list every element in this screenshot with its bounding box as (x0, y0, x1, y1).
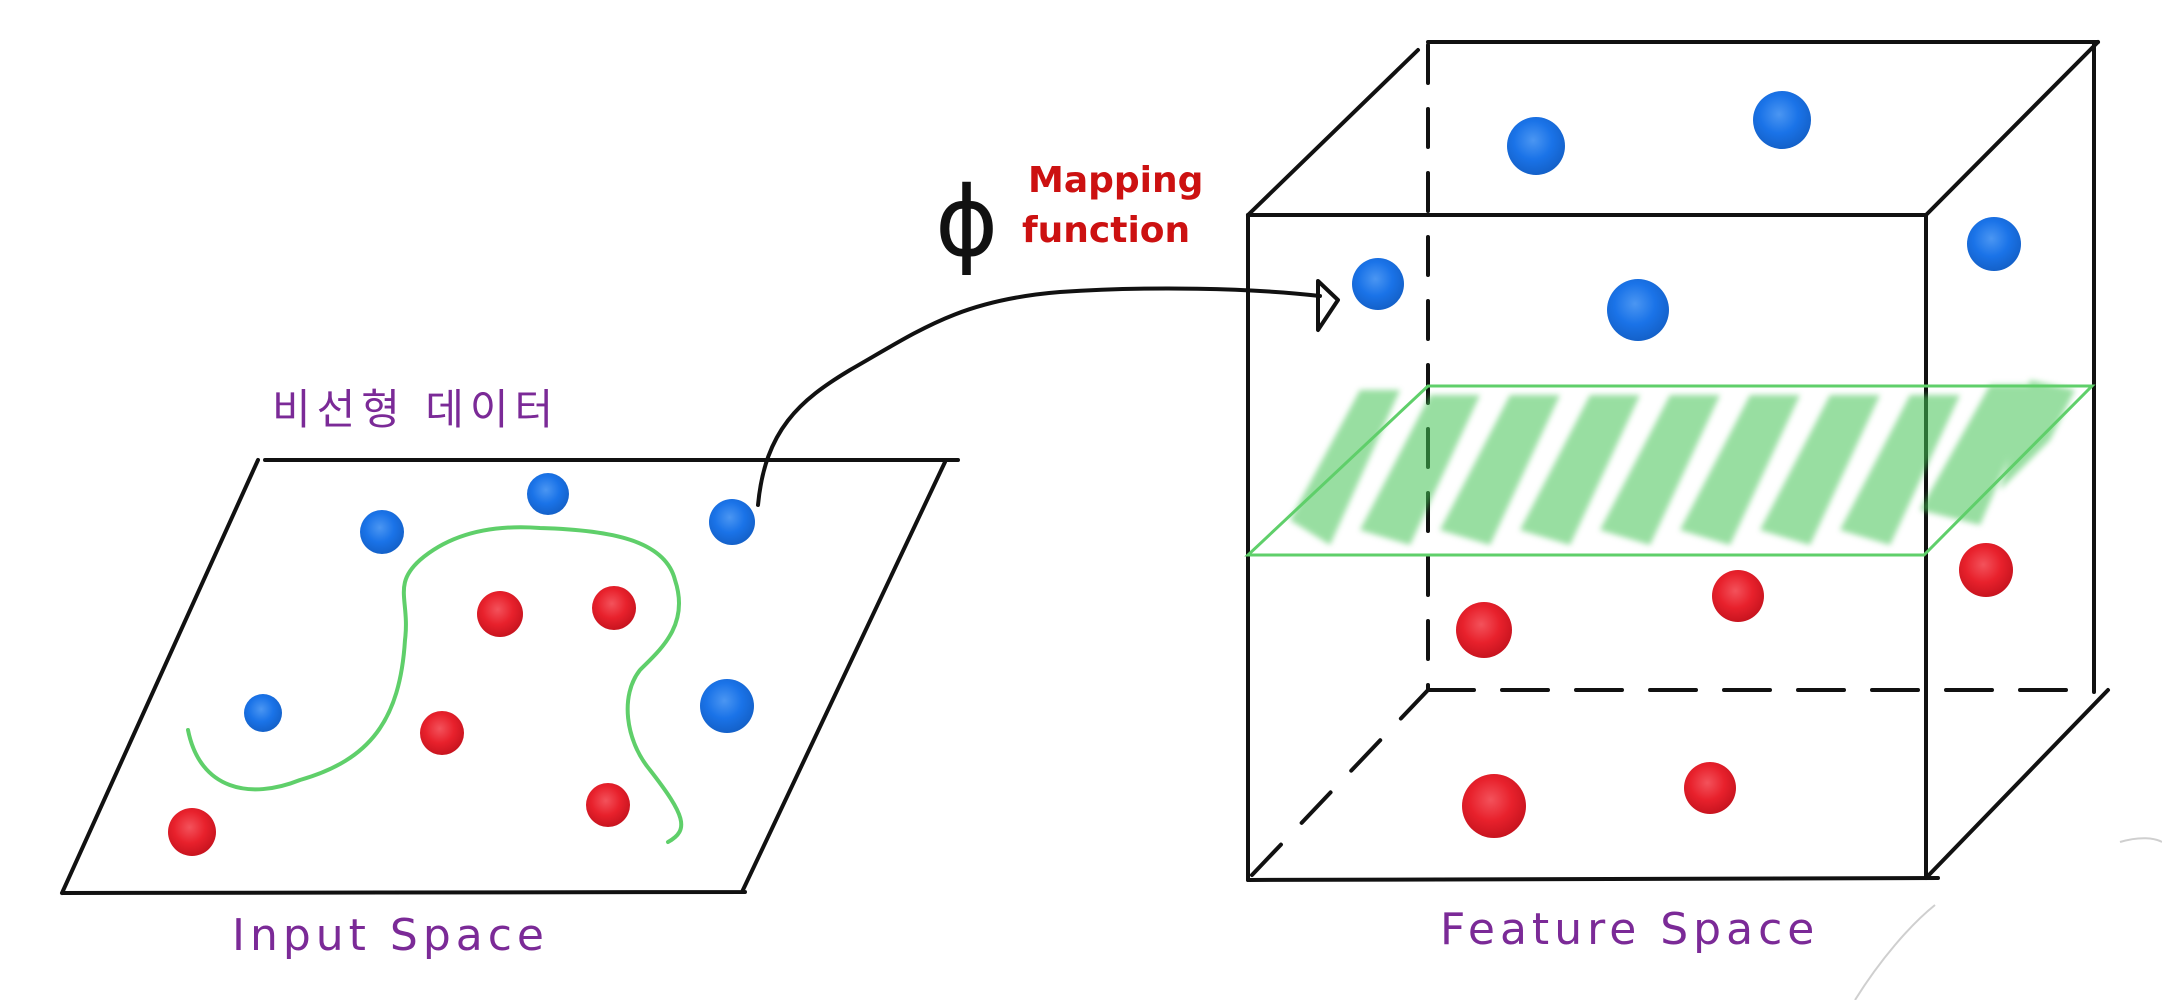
input-space-title: 비선형 데이터 (272, 385, 559, 434)
blue-point (527, 473, 569, 515)
blue-point (1507, 117, 1565, 175)
phi-symbol: ϕ (935, 166, 998, 278)
feature-space: Feature Space (1244, 40, 2110, 955)
nonlinear-boundary (186, 525, 684, 844)
mapping-label-line2: function (1022, 210, 1190, 251)
feature-red-points (1456, 543, 2013, 838)
arrow-head (1316, 279, 1340, 332)
mapping-function: ϕ Mapping function (756, 160, 1340, 507)
red-point (592, 586, 636, 630)
blue-point (244, 694, 282, 732)
blue-point (360, 510, 404, 554)
feature-space-label: Feature Space (1440, 904, 1819, 955)
red-point (477, 591, 523, 637)
input-space-label: Input Space (232, 910, 549, 961)
blue-point (1352, 258, 1404, 310)
red-point (1462, 774, 1526, 838)
feature-blue-points (1352, 91, 2021, 341)
red-point (1959, 543, 2013, 597)
mapping-arrow-curve (756, 286, 1322, 507)
separating-hyperplane (1244, 380, 2096, 557)
red-point (420, 711, 464, 755)
red-point (168, 808, 216, 856)
red-point (1684, 762, 1736, 814)
input-space: 비선형 데이터 Input Space (60, 385, 960, 961)
input-plane (60, 458, 960, 895)
mapping-label-line1: Mapping (1028, 160, 1203, 201)
red-point (586, 783, 630, 827)
blue-point (709, 499, 755, 545)
input-blue-points (244, 473, 755, 733)
red-point (1712, 570, 1764, 622)
cube-back-face (1426, 40, 2100, 694)
blue-point (1753, 91, 1811, 149)
red-point (1456, 602, 1512, 658)
cube-depth-edges (1246, 40, 2110, 880)
blue-point (700, 679, 754, 733)
cube-front-face (1246, 213, 1940, 882)
blue-point (1967, 217, 2021, 271)
decorative-arc (1854, 837, 2162, 1000)
hyperplane-outline (1244, 384, 2096, 557)
blue-point (1607, 279, 1669, 341)
input-red-points (168, 586, 636, 856)
